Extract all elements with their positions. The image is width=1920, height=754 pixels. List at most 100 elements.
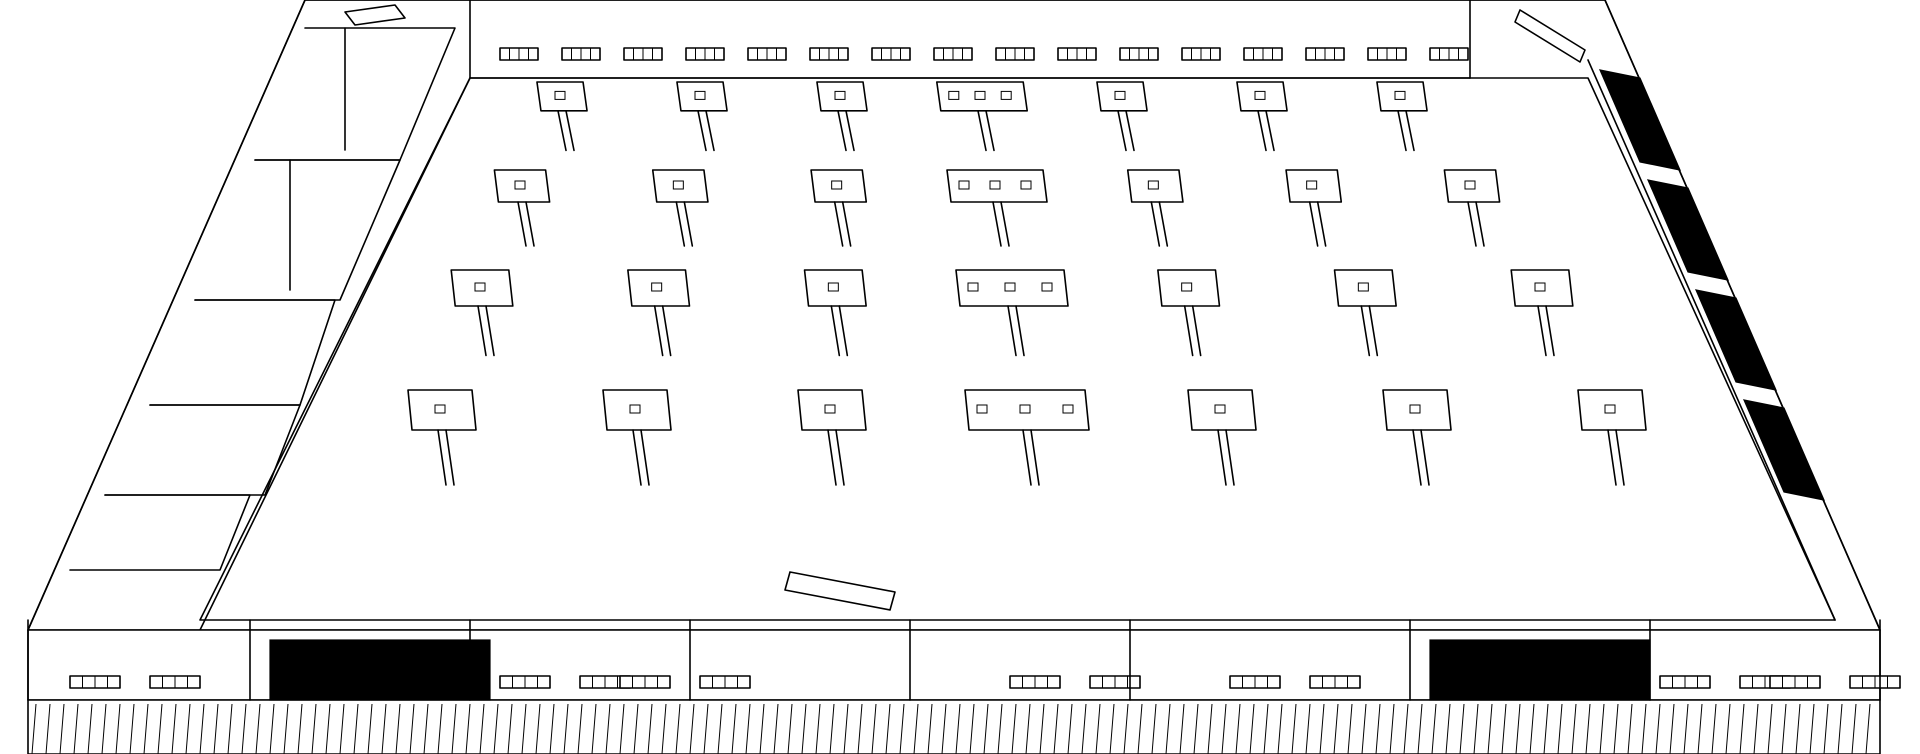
column-pad: [536, 81, 588, 112]
column-pad: [816, 81, 868, 112]
plinth-hatch-line: [465, 703, 471, 754]
plinth-hatch-line: [1501, 703, 1507, 754]
plinth-hatch-line: [213, 703, 219, 754]
plinth-hatch-line: [969, 703, 975, 754]
plinth-hatch-line: [1515, 703, 1521, 754]
column-shaft: [1007, 305, 1017, 357]
column-head: [1114, 90, 1126, 100]
column-pad: [1510, 269, 1574, 307]
right-dark-bay: [1694, 289, 1778, 391]
plinth-hatch-line: [955, 703, 961, 754]
plinth-hatch-line: [1697, 703, 1703, 754]
column-pad: [1157, 269, 1221, 307]
plinth-hatch-line: [1193, 703, 1199, 754]
column-pad: [1376, 81, 1428, 112]
plinth-hatch-line: [1151, 703, 1157, 754]
column-pad: [1285, 169, 1343, 203]
plinth-hatch-line: [185, 703, 191, 754]
right-dark-bay: [1646, 179, 1730, 281]
column-shaft: [1217, 429, 1227, 486]
plinth-hatch-line: [1067, 703, 1073, 754]
plinth-hatch-line: [1333, 703, 1339, 754]
plinth-hatch-line: [325, 703, 331, 754]
column-shaft: [833, 201, 844, 247]
plinth-hatch-line: [1347, 703, 1353, 754]
column-head: [1306, 180, 1318, 190]
plinth-hatch-line: [297, 703, 303, 754]
plinth-hatch-line: [1809, 703, 1815, 754]
plinth-hatch-line: [31, 703, 37, 754]
plinth-hatch-line: [1123, 703, 1129, 754]
plinth-hatch-line: [255, 703, 261, 754]
left-wall: [27, 0, 306, 631]
column-shaft-edge: [640, 429, 650, 486]
column-head: [967, 282, 979, 292]
plinth-hatch-line: [381, 703, 387, 754]
column-shaft-edge: [838, 305, 849, 357]
column-shaft: [1257, 110, 1267, 152]
plinth-hatch-line: [1627, 703, 1633, 754]
plinth-hatch-line: [773, 703, 779, 754]
plinth-hatch-line: [269, 703, 275, 754]
plinth-hatch-line: [1557, 703, 1563, 754]
plinth-hatch-line: [675, 703, 681, 754]
plinth-hatch-line: [1263, 703, 1269, 754]
front-plinth: [27, 699, 1881, 754]
column-head: [1534, 282, 1546, 292]
plinth-hatch-line: [115, 703, 121, 754]
plinth-hatch-line: [1221, 703, 1227, 754]
column-shaft-edge: [485, 305, 495, 357]
column-shaft-edge: [845, 110, 855, 152]
column-shaft: [1412, 429, 1422, 486]
plinth-hatch-line: [983, 703, 989, 754]
stair-front-center: [784, 571, 896, 611]
center-beam-pad: [935, 81, 1028, 112]
plinth-hatch-line: [1375, 703, 1381, 754]
plinth-hatch-line: [1669, 703, 1675, 754]
plinth-hatch-line: [479, 703, 485, 754]
plinth-hatch-line: [815, 703, 821, 754]
column-shaft: [675, 201, 686, 247]
column-shaft-edge: [1405, 110, 1415, 152]
column-shaft-edge: [1000, 201, 1010, 247]
column-shaft-edge: [835, 429, 845, 486]
room-1: [254, 27, 456, 161]
plinth-hatch-line: [941, 703, 947, 754]
plinth-hatch-line: [871, 703, 877, 754]
left-side-rooms: [69, 27, 456, 571]
column-pad: [1187, 389, 1257, 431]
column-head: [554, 90, 566, 100]
plinth-hatch-line: [437, 703, 443, 754]
plinth-hatch-line: [1095, 703, 1101, 754]
plinth-hatch-line: [423, 703, 429, 754]
column-shaft: [517, 201, 527, 247]
column-pad: [797, 389, 867, 431]
column-pad: [602, 389, 672, 431]
column-head: [1409, 404, 1421, 414]
column-shaft-edge: [1545, 305, 1555, 357]
plinth-hatch-line: [1529, 703, 1535, 754]
column-head: [1019, 404, 1031, 414]
column-shaft-edge: [1420, 429, 1430, 486]
plinth-hatch-line: [311, 703, 317, 754]
column-pad: [803, 269, 867, 307]
column-shaft-edge: [1015, 305, 1025, 357]
column-shaft: [1537, 305, 1547, 357]
plinth-hatch-line: [1165, 703, 1171, 754]
column-shaft-edge: [1030, 429, 1040, 486]
plinth-hatch-line: [1543, 703, 1549, 754]
column-shaft: [977, 110, 987, 152]
column-head: [831, 180, 843, 190]
front-facade-windows: [69, 675, 1901, 689]
center-beam-pad: [955, 269, 1069, 307]
roller-door-right: [1429, 639, 1651, 701]
column-shaft-edge: [1191, 305, 1202, 357]
plinth-hatch-line: [605, 703, 611, 754]
plinth-hatch-line: [1403, 703, 1409, 754]
plinth-hatch-line: [1655, 703, 1661, 754]
plinth-hatch-line: [87, 703, 93, 754]
column-shaft: [1467, 201, 1477, 247]
plinth-hatch-line: [913, 703, 919, 754]
plinth-hatch-line: [997, 703, 1003, 754]
column-head: [1357, 282, 1369, 292]
